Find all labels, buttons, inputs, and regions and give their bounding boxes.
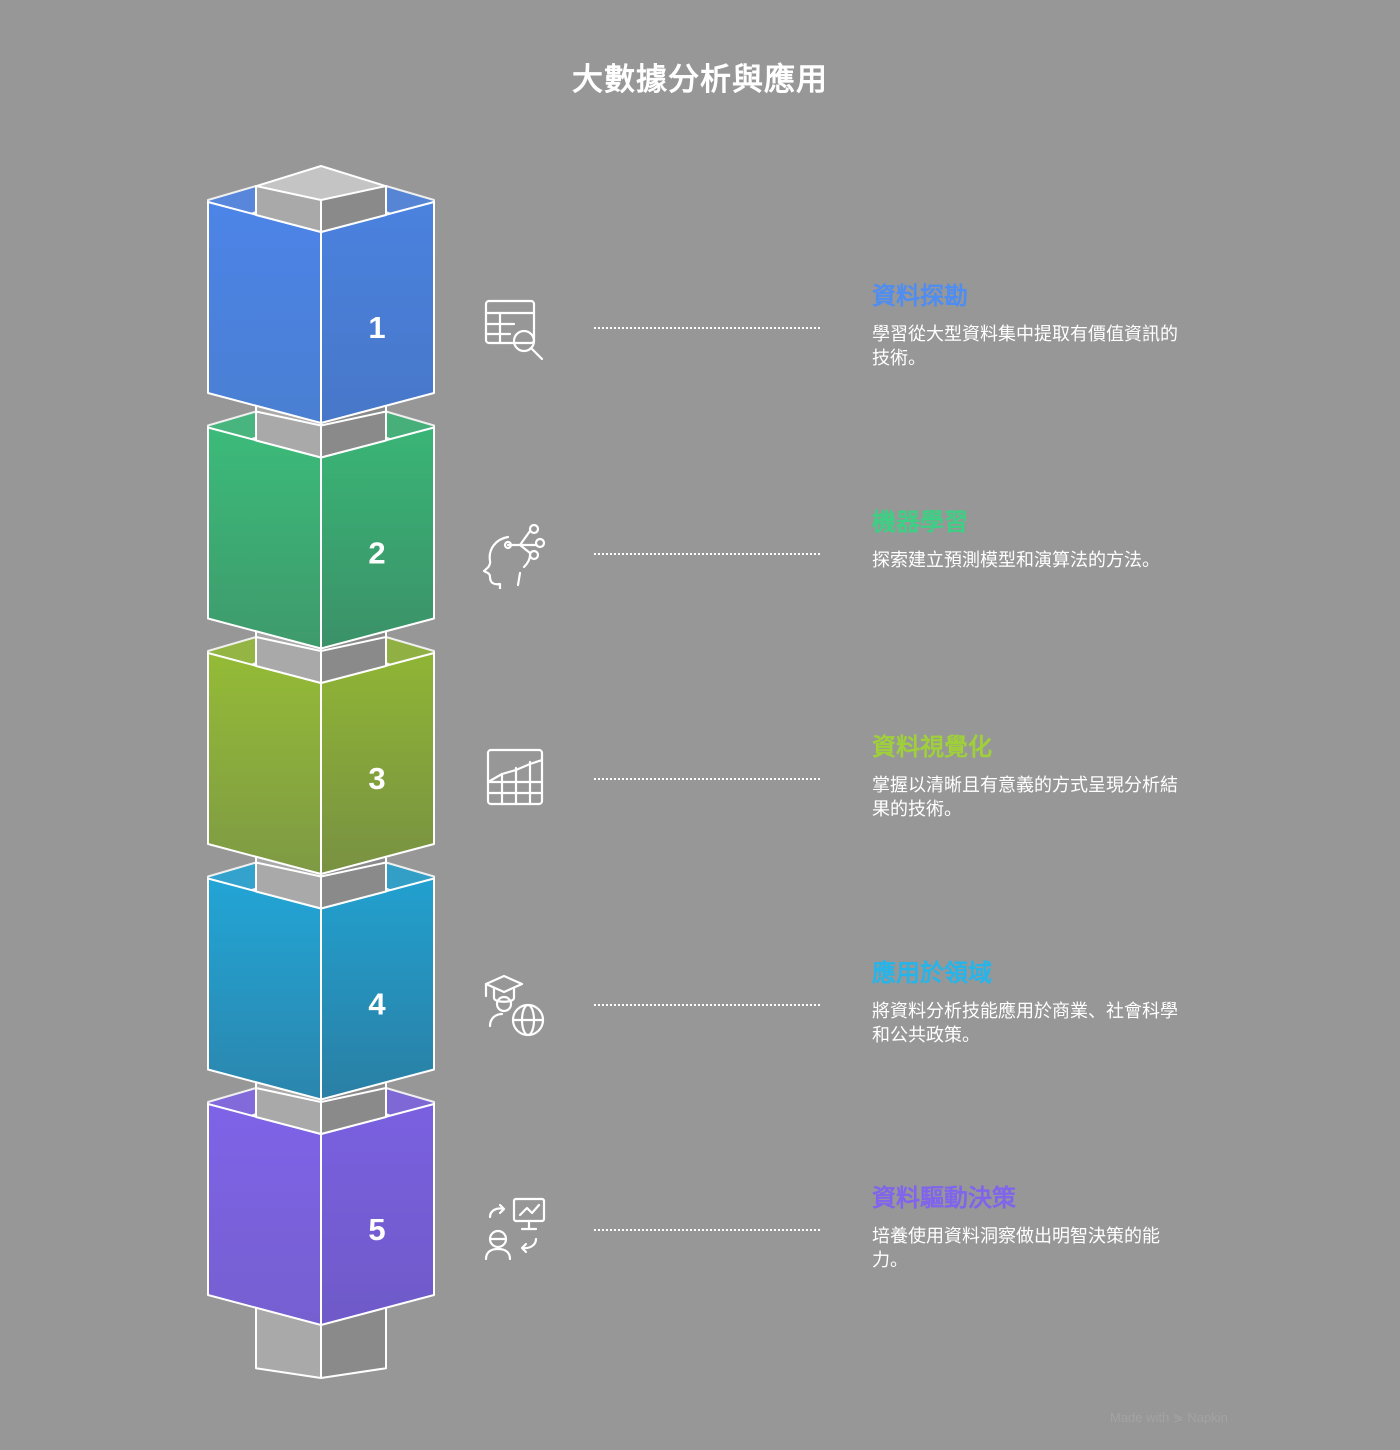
- napkin-watermark: Made with ⋟ Napkin: [1110, 1410, 1228, 1425]
- cube-5: 5: [207, 1087, 435, 1326]
- step-5-description: 培養使用資料洞察做出明智決策的能力。: [872, 1226, 1160, 1271]
- step-1-text: 資料探勘學習從大型資料集中提取有價值資訊的技術。: [872, 281, 1182, 371]
- step-3-text: 資料視覺化掌握以清晰且有意義的方式呈現分析結果的技術。: [872, 732, 1182, 822]
- step-4-leader-line: [594, 1003, 820, 1006]
- cube-1-number: 1: [368, 310, 385, 345]
- cube-3: 3: [207, 636, 435, 875]
- cube-4-number: 4: [368, 987, 386, 1022]
- chart-grid-icon: [478, 742, 550, 814]
- cube-2: 2: [207, 410, 435, 650]
- step-1-title: 資料探勘: [872, 282, 968, 310]
- step-4-text: 應用於領域將資料分析技能應用於商業、社會科學和公共政策。: [872, 958, 1182, 1048]
- cube-2-right-face: [320, 426, 435, 650]
- cube-2-left-face: [207, 426, 322, 650]
- cube-3-left-face: [207, 652, 322, 875]
- step-3-title: 資料視覺化: [872, 733, 992, 761]
- step-2-title: 機器學習: [872, 507, 968, 536]
- cube-3-number: 3: [368, 761, 385, 796]
- table-search-icon: [478, 291, 550, 363]
- step-1-description: 學習從大型資料集中提取有價值資訊的技術。: [872, 324, 1178, 369]
- graduate-globe-icon: [478, 968, 550, 1040]
- cube-5-number: 5: [368, 1212, 385, 1247]
- cube-5-right-face: [320, 1103, 435, 1326]
- ai-head-icon: [478, 517, 550, 589]
- cube-5-left-face: [207, 1103, 322, 1326]
- cube-4-right-face: [320, 877, 435, 1101]
- cube-1-left-face: [207, 201, 322, 424]
- cube-1-right-face: [320, 201, 435, 424]
- step-5-title: 資料驅動決策: [872, 1184, 1016, 1212]
- step-5-leader-line: [594, 1229, 820, 1231]
- step-2-leader-line: [594, 552, 820, 555]
- page-title: 大數據分析與應用: [572, 62, 828, 98]
- cube-4-left-face: [207, 877, 322, 1101]
- cube-2-number: 2: [368, 536, 385, 571]
- step-4-description: 將資料分析技能應用於商業、社會科學和公共政策。: [872, 1000, 1178, 1046]
- step-1-leader-line: [594, 327, 820, 329]
- decision-presentation-icon: [478, 1193, 550, 1265]
- step-4-title: 應用於領域: [872, 958, 992, 987]
- step-2-description: 探索建立預測模型和演算法的方法。: [872, 549, 1160, 571]
- cube-1: 1: [207, 185, 435, 424]
- step-5-text: 資料驅動決策培養使用資料洞察做出明智決策的能力。: [872, 1183, 1182, 1273]
- step-2-text: 機器學習探索建立預測模型和演算法的方法。: [872, 507, 1182, 573]
- cube-4: 4: [207, 861, 435, 1101]
- step-3-description: 掌握以清晰且有意義的方式呈現分析結果的技術。: [872, 775, 1178, 820]
- step-3-leader-line: [594, 778, 820, 780]
- cube-3-right-face: [320, 652, 435, 875]
